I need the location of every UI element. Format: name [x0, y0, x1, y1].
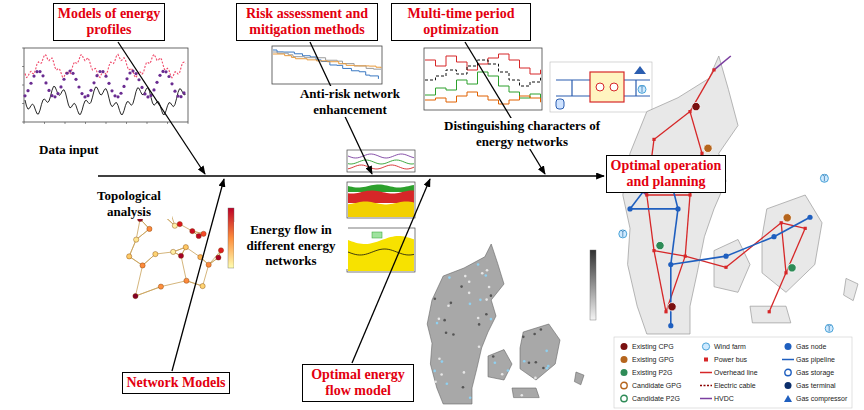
- legend-item: Candidate GPG: [618, 380, 681, 390]
- legend-item: Electric cable: [700, 380, 756, 390]
- energy-hub-schematic: [550, 62, 652, 112]
- branch-arrow: [352, 179, 430, 363]
- legend-text: Gas pipeline: [796, 355, 835, 364]
- legend-text: Candidate P2G: [632, 394, 680, 403]
- legend-text: HVDC: [714, 394, 734, 403]
- cause-box: Multi-time period optimization: [391, 3, 531, 41]
- legend-text: Candidate GPG: [632, 381, 681, 390]
- legend-item: Gas terminal: [782, 380, 836, 390]
- legend-item: Candidate P2G: [618, 393, 680, 403]
- legend-text: Gas storage: [796, 368, 834, 377]
- legend-sample: [618, 355, 630, 364]
- legend-text: Existing CPG: [632, 342, 674, 351]
- legend-sample: [618, 394, 630, 403]
- branch-arrow: [118, 42, 205, 174]
- legend-item: Gas compressor: [782, 393, 847, 403]
- box-text: Models of energy profiles: [57, 6, 161, 38]
- legend-text: Existing P2G: [632, 368, 672, 377]
- legend-sample: [782, 394, 794, 403]
- legend-item: Existing CPG: [618, 341, 674, 351]
- legend-item: HVDC: [700, 393, 734, 403]
- cause-box: Optimal energy flow model: [302, 364, 414, 402]
- legend-sample: [618, 342, 630, 351]
- branch-label: Topological analysis: [86, 188, 172, 219]
- legend-sample: [782, 381, 794, 390]
- legend-sample: [782, 368, 794, 377]
- cause-box: Models of energy profiles: [53, 3, 165, 41]
- legend-text: Electric cable: [714, 381, 756, 390]
- legend-item: Overhead line: [700, 367, 758, 377]
- legend-sample: [700, 355, 712, 364]
- box-text: Multi-time period optimization: [395, 6, 527, 38]
- legend-panel: [614, 337, 852, 408]
- branch-label: Data input: [37, 142, 101, 158]
- legend-item: Gas node: [782, 341, 826, 351]
- legend-sample: [782, 342, 794, 351]
- legend-item: Wind farm: [700, 341, 746, 351]
- multi-period-chart: [424, 48, 542, 110]
- legend-sample: [618, 381, 630, 390]
- cause-box: Risk assessment and mitigation methods: [236, 3, 378, 41]
- legend-sample: [782, 355, 794, 364]
- legend-item: Power bus: [700, 354, 747, 364]
- branch-arrow: [172, 179, 224, 371]
- legend-text: Gas node: [796, 342, 826, 351]
- branch-label: Anti-risk network enhancement: [285, 86, 415, 117]
- branch-label: Distinguishing characters of energy netw…: [428, 118, 616, 149]
- legend-text: Wind farm: [714, 342, 746, 351]
- legend-item: Gas storage: [782, 367, 834, 377]
- cause-box: Network Models: [122, 372, 230, 394]
- legend-item: Existing P2G: [618, 367, 672, 377]
- goal-box: Optimal operation and planning: [606, 155, 726, 193]
- legend-sample: [700, 394, 712, 403]
- legend-sample: [700, 368, 712, 377]
- branch-label: Energy flow in different energy networks: [234, 222, 348, 269]
- legend-sample: [618, 368, 630, 377]
- box-text: Risk assessment and mitigation methods: [240, 6, 374, 38]
- legend-text: Overhead line: [714, 368, 758, 377]
- energy-flow-charts: [347, 150, 415, 272]
- box-text: Optimal energy flow model: [306, 367, 410, 399]
- wind-resource-map: [427, 244, 596, 404]
- legend-sample: [700, 381, 712, 390]
- legend-text: Gas terminal: [796, 381, 836, 390]
- box-text: Optimal operation and planning: [610, 158, 722, 190]
- box-text: Network Models: [126, 375, 226, 391]
- spine-arrow: [98, 175, 604, 177]
- legend-text: Gas compressor: [796, 394, 847, 403]
- integrated-energy-network-map: [618, 56, 858, 334]
- legend-sample: [700, 342, 712, 351]
- legend-item: Gas pipeline: [782, 354, 835, 364]
- energy-profile-chart: [22, 48, 188, 124]
- legend-text: Existing GPG: [632, 355, 674, 364]
- branch-arrow: [465, 42, 545, 174]
- legend-text: Power bus: [714, 355, 747, 364]
- legend-item: Existing GPG: [618, 354, 674, 364]
